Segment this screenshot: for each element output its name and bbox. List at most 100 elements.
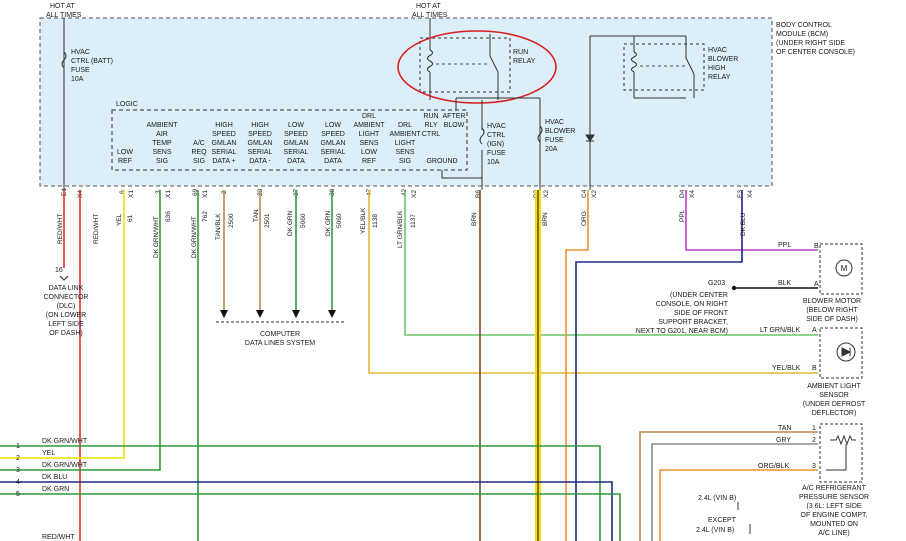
svg-text:AMBIENT: AMBIENT xyxy=(146,122,178,129)
svg-text:ORG/BLK: ORG/BLK xyxy=(758,463,789,470)
signal-ground: GROUND xyxy=(426,158,457,165)
svg-text:(UNDER RIGHT SIDE: (UNDER RIGHT SIDE xyxy=(776,40,845,47)
wire-ltgrnblk xyxy=(404,190,818,336)
svg-text:5: 5 xyxy=(16,491,20,498)
svg-text:HVAC: HVAC xyxy=(708,47,727,54)
svg-text:BLK: BLK xyxy=(778,280,792,287)
svg-text:5060: 5060 xyxy=(300,213,307,228)
svg-text:GRY: GRY xyxy=(776,437,791,444)
engine-label-3: 2.4L (VIN B) xyxy=(696,527,734,534)
svg-text:GMLAN: GMLAN xyxy=(284,140,309,147)
svg-text:3: 3 xyxy=(155,190,162,194)
svg-text:4: 4 xyxy=(16,479,20,486)
svg-text:636: 636 xyxy=(165,211,172,222)
svg-text:10A: 10A xyxy=(487,159,500,166)
fuse-batt-label: HVAC CTRL (BATT) FUSE 10A xyxy=(71,49,113,83)
svg-text:AMBIENT: AMBIENT xyxy=(353,122,385,129)
svg-text:HVAC: HVAC xyxy=(487,123,506,130)
svg-text:SPEED: SPEED xyxy=(321,131,345,138)
svg-text:REF: REF xyxy=(362,158,376,165)
svg-text:X4: X4 xyxy=(747,190,754,198)
dlc-pin: 16 xyxy=(55,267,63,274)
wire-yel xyxy=(0,190,125,459)
svg-text:LIGHT: LIGHT xyxy=(359,131,380,138)
ac-pressure-sensor: 1 2 3 TAN GRY ORG/BLK A/C REFRIGERANT PR… xyxy=(758,423,869,537)
wire-orgblk-ac xyxy=(659,469,818,541)
wire-left-4 xyxy=(0,481,613,541)
svg-text:DK GRN: DK GRN xyxy=(325,210,332,236)
svg-text:AIR: AIR xyxy=(156,131,168,138)
svg-text:1137: 1137 xyxy=(410,214,417,228)
svg-text:B: B xyxy=(814,243,819,250)
svg-text:SPEED: SPEED xyxy=(212,131,236,138)
svg-text:X1: X1 xyxy=(165,190,172,198)
svg-text:BLOWER: BLOWER xyxy=(708,56,738,63)
svg-text:3: 3 xyxy=(812,463,816,470)
svg-text:OF ENGINE COMPT,: OF ENGINE COMPT, xyxy=(801,512,868,519)
svg-text:D4: D4 xyxy=(679,189,686,198)
svg-text:YEL/BLK: YEL/BLK xyxy=(772,365,801,372)
svg-text:CONSOLE, ON RIGHT: CONSOLE, ON RIGHT xyxy=(656,301,729,308)
svg-text:PRESSURE SENSOR: PRESSURE SENSOR xyxy=(799,494,869,501)
svg-text:NEXT TO G201, NEAR BCM): NEXT TO G201, NEAR BCM) xyxy=(636,328,728,335)
engine-arrows xyxy=(737,502,751,534)
svg-text:E3: E3 xyxy=(737,190,744,198)
dlc-connector-icon xyxy=(59,275,69,281)
diode-icon xyxy=(585,134,595,142)
svg-text:SIG: SIG xyxy=(156,158,168,165)
svg-text:3: 3 xyxy=(16,467,20,474)
svg-text:RELAY: RELAY xyxy=(708,74,731,81)
svg-text:AFTER: AFTER xyxy=(443,113,466,120)
engine-label-2: EXCEPT xyxy=(708,517,737,524)
ground-id: G203 xyxy=(708,280,725,287)
svg-text:RELAY: RELAY xyxy=(513,58,536,65)
blower-motor: M B A PPL BLK BLOWER MOTOR (BELOW RIGHT … xyxy=(778,242,863,323)
svg-text:DATA +: DATA + xyxy=(212,158,235,165)
svg-text:REF: REF xyxy=(118,158,132,165)
svg-text:(BELOW RIGHT: (BELOW RIGHT xyxy=(806,307,858,314)
fuse-ign-icon xyxy=(479,127,485,145)
svg-text:DRL: DRL xyxy=(362,113,376,120)
wire-ppl xyxy=(685,190,818,251)
svg-text:1138: 1138 xyxy=(372,214,379,228)
wire-labels: RED/WHT RED/WHT YEL 61 DK GRN/WHT 636 DK… xyxy=(57,207,747,258)
svg-text:GMLAN: GMLAN xyxy=(248,140,273,147)
logic-label: LOGIC xyxy=(116,101,138,108)
bcm-title: BODY CONTROL MODULE (BCM) (UNDER RIGHT S… xyxy=(776,22,855,56)
svg-text:AMBIENT LIGHT: AMBIENT LIGHT xyxy=(807,383,861,390)
svg-text:1: 1 xyxy=(16,443,20,450)
svg-text:HIGH: HIGH xyxy=(708,65,726,72)
wire-left-1 xyxy=(0,445,601,541)
wire-dkgrnwht-1 xyxy=(0,190,161,471)
svg-text:TAN: TAN xyxy=(778,425,791,432)
svg-text:GMLAN: GMLAN xyxy=(212,140,237,147)
svg-text:PPL: PPL xyxy=(679,209,686,222)
wire-org xyxy=(565,190,589,541)
svg-text:X1: X1 xyxy=(128,190,135,198)
svg-text:SENS: SENS xyxy=(359,140,378,147)
svg-text:RUN: RUN xyxy=(423,113,438,120)
svg-text:RUN: RUN xyxy=(513,49,528,56)
svg-text:6: 6 xyxy=(119,190,126,194)
svg-text:CONNECTOR: CONNECTOR xyxy=(44,294,89,301)
ground-icon xyxy=(731,285,737,291)
svg-text:GMLAN: GMLAN xyxy=(321,140,346,147)
svg-text:A/C REFRIGERANT: A/C REFRIGERANT xyxy=(802,485,867,492)
svg-text:(IGN): (IGN) xyxy=(487,141,504,148)
svg-text:CTRL (BATT): CTRL (BATT) xyxy=(71,58,113,65)
svg-text:HVAC: HVAC xyxy=(71,49,90,56)
svg-text:1: 1 xyxy=(812,425,816,432)
hot-right-line2: ALL TIMES xyxy=(412,12,448,19)
hot-right-line1: HOT AT xyxy=(416,3,441,10)
fuse-blower-label: HVAC BLOWER FUSE 20A xyxy=(545,119,575,153)
svg-text:BLOWER MOTOR: BLOWER MOTOR xyxy=(803,298,861,305)
svg-text:A/C: A/C xyxy=(193,140,205,147)
svg-text:REQ: REQ xyxy=(191,149,207,156)
svg-text:OF CENTER CONSOLE): OF CENTER CONSOLE) xyxy=(776,49,855,56)
wire-dkblu xyxy=(575,190,743,541)
svg-text:CTRL: CTRL xyxy=(422,131,440,138)
